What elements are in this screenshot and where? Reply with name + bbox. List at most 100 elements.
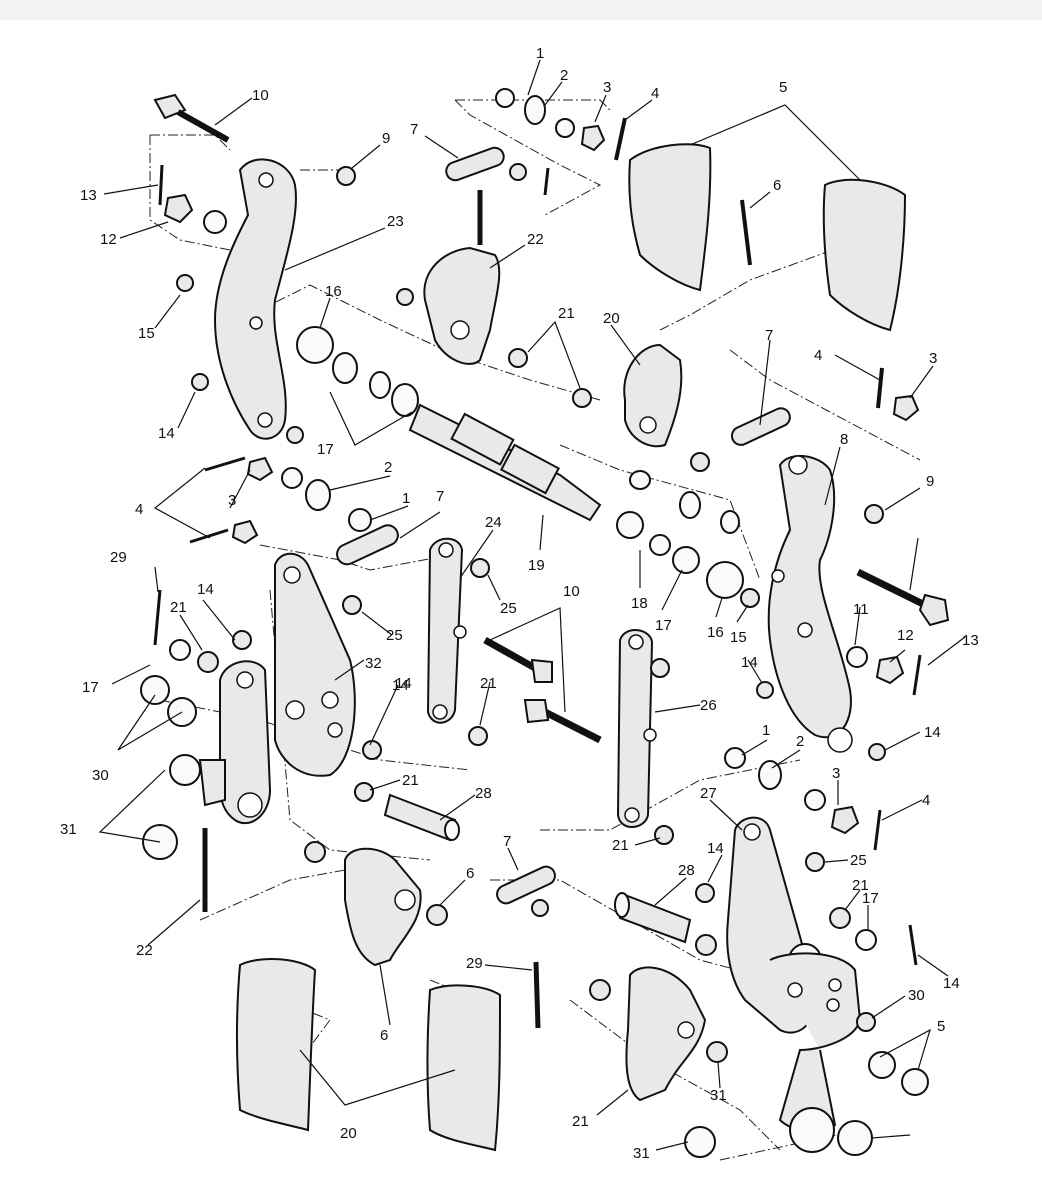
part-bolts-10-mid [483, 636, 602, 744]
part-nut-14-arm [286, 426, 304, 444]
part-bolt-10-top [153, 93, 230, 143]
callout-label: 15 [730, 629, 747, 646]
callout-label: 13 [80, 187, 97, 204]
part-nut-12 [163, 193, 227, 234]
callout-label: 7 [436, 488, 444, 505]
callout-label: 26 [700, 697, 717, 714]
callout-label: 12 [897, 627, 914, 644]
callout-label: 21 [558, 305, 575, 322]
callout-label: 3 [603, 79, 611, 96]
part-nuts-11-13 [756, 646, 922, 761]
callout-label: 20 [603, 310, 620, 327]
callout-label: 17 [317, 441, 334, 458]
callout-label: 18 [631, 595, 648, 612]
callout-label: 7 [765, 327, 773, 344]
callout-label: 14 [158, 425, 175, 442]
part-link-7-bottom [496, 865, 556, 917]
part-pin-6-top [740, 199, 752, 266]
callout-label: 21 [480, 675, 497, 692]
callout-label: 3 [832, 765, 840, 782]
leader-lines [98, 59, 966, 1151]
part-lever-20-top [508, 343, 710, 472]
callout-label: 1 [762, 722, 770, 739]
part-link-7-left [336, 524, 399, 566]
callout-label: 21 [612, 837, 629, 854]
part-washers-right-mid [629, 367, 920, 534]
part-lever-20-bottom [589, 966, 728, 1158]
part-link-7-right [730, 407, 791, 446]
callout-label: 8 [840, 431, 848, 448]
part-link-26 [616, 629, 674, 845]
callout-label: 27 [700, 785, 717, 802]
callout-label: 21 [170, 599, 187, 616]
callout-label: 17 [655, 617, 672, 634]
callout-label: 3 [929, 350, 937, 367]
part-link-24 [342, 537, 490, 802]
callout-label: 4 [814, 347, 822, 364]
callout-label: 30 [92, 767, 109, 784]
callout-label: 28 [475, 785, 492, 802]
part-arm-31 [169, 660, 272, 825]
callout-label: 17 [82, 679, 99, 696]
part-nut-15 [176, 274, 194, 292]
callout-label: 16 [707, 624, 724, 641]
callout-label: 31 [710, 1087, 727, 1104]
callout-label: 13 [962, 632, 979, 649]
part-nut-9-top [336, 166, 356, 186]
part-arm-8 [767, 454, 884, 753]
callout-label: 21 [852, 877, 869, 894]
part-pin-28-left [383, 793, 460, 842]
callout-label: 6 [466, 865, 474, 882]
part-nut-14-left [191, 373, 209, 391]
callout-label: 4 [651, 85, 659, 102]
callout-label: 28 [678, 862, 695, 879]
callout-label: 1 [536, 45, 544, 62]
callout-label: 32 [365, 655, 382, 672]
callout-label: 14 [741, 654, 758, 671]
callout-label: 14 [392, 677, 409, 694]
callout-label: 10 [252, 87, 269, 104]
callout-label: 30 [908, 987, 925, 1004]
part-washers-left-mid [189, 456, 372, 545]
part-pin-28-right [614, 883, 717, 956]
callout-label: 2 [560, 67, 568, 84]
callout-label: 17 [862, 890, 879, 907]
part-bolt-10-right [856, 568, 950, 627]
callout-label: 10 [563, 583, 580, 600]
callout-label: 25 [386, 627, 403, 644]
callout-label: 4 [135, 501, 143, 518]
callout-label: 7 [503, 833, 511, 850]
callout-label: 9 [382, 130, 390, 147]
callout-label: 25 [500, 600, 517, 617]
callout-label: 16 [325, 283, 342, 300]
callout-label: 21 [572, 1113, 589, 1130]
callout-label: 7 [410, 121, 418, 138]
callout-label: 14 [924, 724, 941, 741]
callout-label: 22 [136, 942, 153, 959]
part-washers-1-4-right [724, 747, 882, 872]
part-lever-22-top [396, 190, 501, 365]
part-washers-1-4-top [495, 88, 627, 161]
part-brake-shoe-5-bottom [236, 957, 502, 1152]
callout-label: 22 [527, 231, 544, 248]
part-plate-32 [274, 552, 356, 777]
callout-label: 20 [340, 1125, 357, 1142]
callout-labels: 1 2 3 4 5 10 9 7 13 12 23 6 22 16 15 21 … [60, 45, 979, 1162]
callout-label: 25 [850, 852, 867, 869]
callout-label: 29 [110, 549, 127, 566]
callout-label: 29 [466, 955, 483, 972]
callout-label: 5 [937, 1018, 945, 1035]
callout-label: 31 [60, 821, 77, 838]
callout-label: 2 [384, 459, 392, 476]
callout-label: 4 [922, 792, 930, 809]
part-lever-22-bottom [304, 841, 448, 967]
callout-label: 1 [402, 490, 410, 507]
callout-label: 19 [528, 557, 545, 574]
callout-label: 23 [387, 213, 404, 230]
callout-label: 31 [633, 1145, 650, 1162]
callout-label: 9 [926, 473, 934, 490]
callout-label: 11 [853, 601, 869, 618]
part-link-7-top [445, 146, 550, 196]
top-strip [0, 0, 1042, 20]
